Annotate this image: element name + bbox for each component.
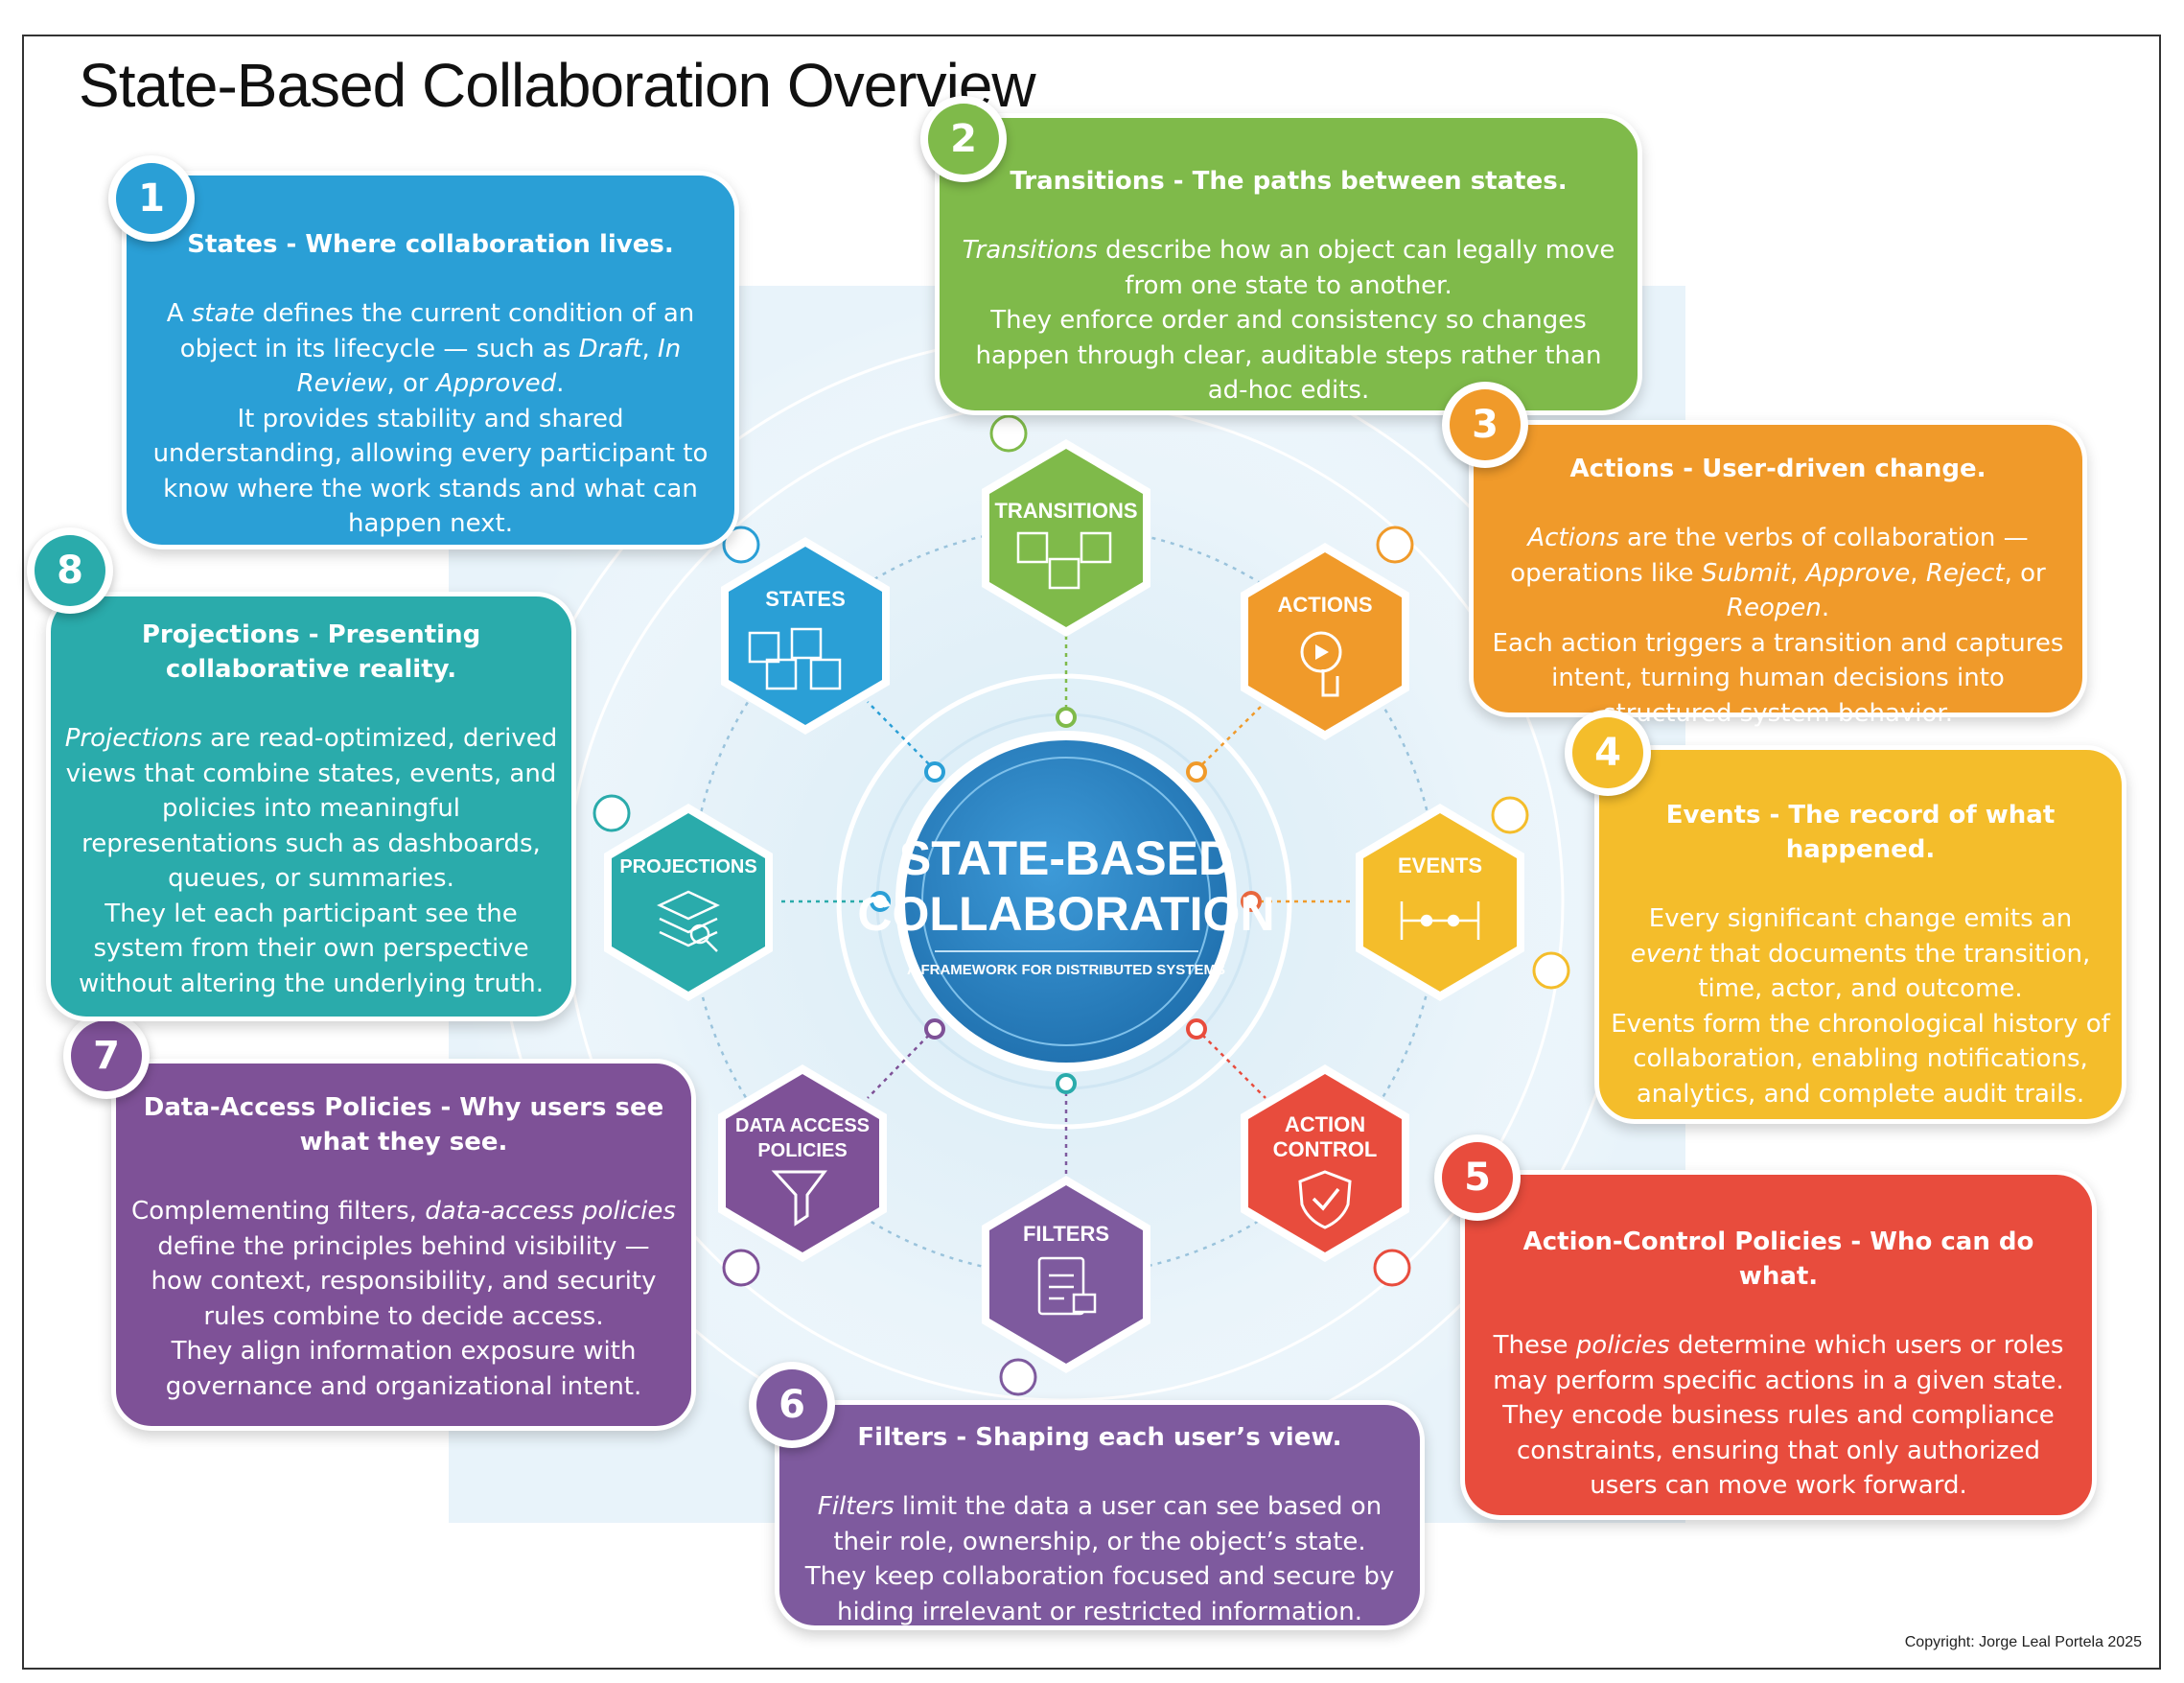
badge-8: 8 <box>27 527 113 614</box>
outer-ring-icons <box>592 414 1570 1396</box>
hex-data-access-label-2: POLICIES <box>757 1140 847 1161</box>
badge-5: 5 <box>1434 1134 1521 1221</box>
center-hub: STATE-BASED COLLABORATION A FRAMEWORK FO… <box>857 731 1275 1072</box>
hex-projections-label: PROJECTIONS <box>619 856 756 877</box>
hex-action-control-label-1: ACTION <box>1285 1112 1365 1136</box>
pointer-icon <box>1300 631 1342 673</box>
hex-data-access-label-1: DATA ACCESS <box>735 1115 870 1136</box>
page-frame <box>22 35 2161 1670</box>
badge-2: 2 <box>920 96 1007 182</box>
card-events-heading: Events - The record of what happened. <box>1665 801 2056 864</box>
card-events: Events - The record of what happened. Ev… <box>1594 745 2126 1124</box>
card-transitions-heading: Transitions - The paths between states. <box>1010 167 1568 196</box>
hex-actions: ACTIONS <box>1241 543 1409 740</box>
hex-filters-label: FILTERS <box>1023 1222 1109 1246</box>
cubes-icon <box>1016 531 1112 590</box>
badge-6: 6 <box>749 1362 835 1448</box>
card-filters-body: Filters limit the data a user can see ba… <box>804 1492 1395 1626</box>
hex-action-control-label-2: CONTROL <box>1273 1137 1378 1161</box>
card-action-control: Action-Control Policies - Who can do wha… <box>1460 1170 2097 1520</box>
document-lock-icon <box>1037 1256 1097 1316</box>
hex-events-label: EVENTS <box>1398 853 1482 877</box>
card-data-access: Data-Access Policies - Why users see wha… <box>111 1059 696 1431</box>
page-title: State-Based Collaboration Overview <box>79 51 1036 120</box>
badge-3: 3 <box>1442 382 1528 468</box>
funnel-icon <box>771 1170 827 1227</box>
spokes <box>777 631 1352 1175</box>
card-action-control-body: These policies determine which users or … <box>1493 1331 2064 1500</box>
shield-check-icon <box>1298 1170 1352 1229</box>
card-transitions: Transitions - The paths between states. … <box>935 113 1642 415</box>
badge-7: 7 <box>63 1013 150 1099</box>
card-states-body: A state defines the current condition of… <box>152 299 709 538</box>
card-states-heading: States - Where collaboration lives. <box>187 230 674 259</box>
center-title-line2: COLLABORATION <box>857 887 1274 941</box>
hex-projections: PROJECTIONS <box>604 804 773 1001</box>
timeline-icon <box>1400 901 1480 940</box>
hex-actions-label: ACTIONS <box>1278 593 1373 617</box>
hex-transitions-label: TRANSITIONS <box>994 499 1137 523</box>
hex-events: EVENTS <box>1356 804 1524 1001</box>
card-data-access-heading: Data-Access Policies - Why users see wha… <box>143 1093 664 1157</box>
card-action-control-heading: Action-Control Policies - Who can do wha… <box>1522 1227 2034 1291</box>
card-projections-heading: Projections - Presenting collaborative r… <box>141 620 481 684</box>
badge-1: 1 <box>108 155 195 242</box>
layers-search-icon <box>657 890 720 952</box>
card-filters: Filters - Shaping each user’s view. Filt… <box>775 1400 1425 1630</box>
center-subtitle: A FRAMEWORK FOR DISTRIBUTED SYSTEMS <box>907 962 1225 978</box>
hex-states: STATES <box>721 537 890 735</box>
card-events-body: Every significant change emits an event … <box>1611 904 2110 1109</box>
card-actions-body: Actions are the verbs of collaboration —… <box>1492 524 2064 728</box>
center-title-line1: STATE-BASED <box>899 831 1233 885</box>
hex-action-control: ACTION CONTROL <box>1241 1064 1409 1262</box>
card-states: States - Where collaboration lives. A st… <box>122 171 739 549</box>
card-transitions-body: Transitions describe how an object can l… <box>962 236 1615 405</box>
states-cubes-icon <box>748 627 842 690</box>
card-actions: Actions - User-driven change. Actions ar… <box>1469 420 2087 728</box>
card-projections: Projections - Presenting collaborative r… <box>46 592 576 1021</box>
hex-states-label: STATES <box>765 587 846 611</box>
card-data-access-body: Complementing filters, data-access polic… <box>131 1197 676 1401</box>
copyright-text: Copyright: Jorge Leal Portela 2025 <box>1904 1634 2142 1650</box>
hex-data-access: DATA ACCESS POLICIES <box>718 1064 887 1262</box>
hex-filters: FILTERS <box>982 1176 1150 1373</box>
hex-transitions: TRANSITIONS <box>982 439 1150 637</box>
badge-4: 4 <box>1565 710 1651 796</box>
card-filters-heading: Filters - Shaping each user’s view. <box>857 1423 1342 1452</box>
ring-nodes <box>870 707 1262 1094</box>
card-actions-heading: Actions - User-driven change. <box>1569 455 1987 483</box>
card-projections-body: Projections are read-optimized, derived … <box>64 724 558 998</box>
